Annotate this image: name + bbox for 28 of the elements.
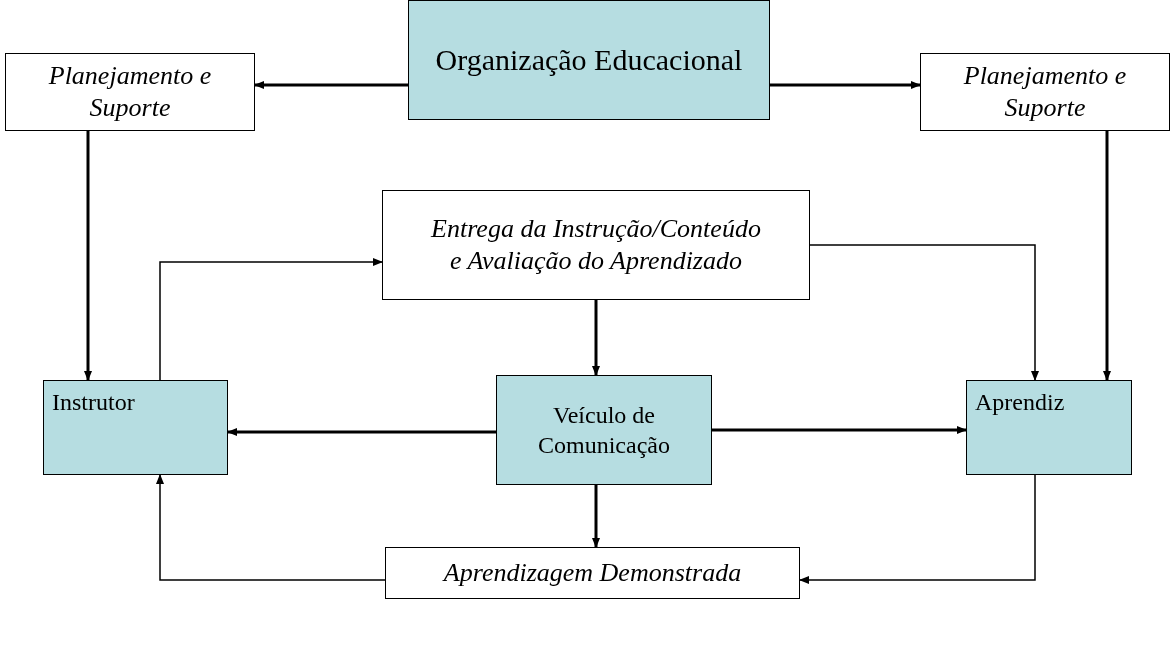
box-label: Entrega da Instrução/Conteúdo e Avaliação do Aprendizado <box>429 212 762 277</box>
arrow <box>227 428 496 436</box>
process-box <box>408 0 770 120</box>
box-label: Organização Educacional <box>435 42 743 79</box>
arrow <box>799 474 1036 584</box>
box-label: Instrutor <box>52 388 135 417</box>
process-box <box>43 380 228 475</box>
box-label: Aprendizagem Demonstrada <box>443 556 742 589</box>
process-box <box>385 547 800 599</box>
process-box <box>966 380 1132 475</box>
arrow <box>809 244 1039 381</box>
arrow <box>712 426 967 434</box>
arrow <box>159 258 383 381</box>
box-label: Aprendiz <box>975 388 1065 417</box>
arrow <box>156 474 386 581</box>
arrow <box>592 485 600 548</box>
process-box <box>920 53 1170 131</box>
process-box <box>5 53 255 131</box>
arrow <box>254 81 408 89</box>
arrow <box>1103 131 1111 381</box>
arrow <box>770 81 921 89</box>
box-label: Planejamento e Suporte <box>47 59 213 124</box>
box-label: Planejamento e Suporte <box>962 59 1128 124</box>
process-box <box>496 375 712 485</box>
arrow <box>84 131 92 381</box>
box-label: Veículo de Comunicação <box>537 401 671 460</box>
process-box <box>382 190 810 300</box>
arrow <box>592 300 600 376</box>
